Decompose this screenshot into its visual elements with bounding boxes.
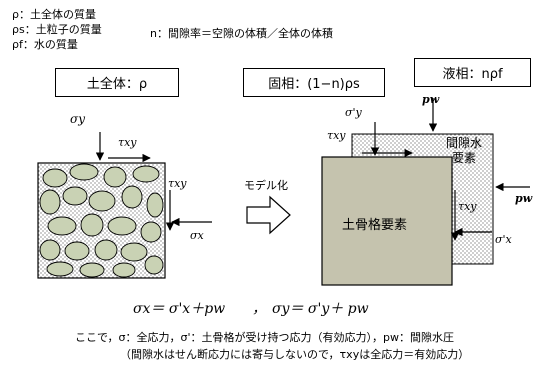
- sigma-x-label: σx: [190, 229, 204, 242]
- pw-top-label: pw: [422, 93, 440, 106]
- model-arrow-shape: [246, 195, 291, 235]
- sigma-y-label: σy: [70, 112, 85, 126]
- tau-xy-top-label: τxy: [118, 136, 137, 149]
- soil-total-label: 土全体：ρ: [55, 68, 179, 97]
- tau-xy-model-right-label: τxy: [458, 200, 477, 213]
- legend-porosity: n：間隙率＝空隙の体積／全体の体積: [150, 27, 333, 40]
- tau-xy-model-top-label: τxy: [327, 129, 346, 142]
- note-line1: ここで，σ：全応力，σ'：土骨格が受け持つ応力（有効応力），pw：間隙水圧: [75, 331, 455, 344]
- solid-phase-label: 固相：(1−n)ρs: [243, 68, 385, 97]
- soil-element: [37, 132, 212, 279]
- sigma-prime-x-label: σ'x: [495, 233, 512, 246]
- equation-sigma-x: σx＝ σ'x＋pw: [133, 301, 226, 317]
- legend-rho-s: ρs：土粒子の質量: [12, 23, 102, 36]
- legend-rho-f: ρf：水の質量: [12, 38, 78, 51]
- legend-rho: ρ：土全体の質量: [12, 8, 96, 21]
- equation-separator: ，: [252, 301, 266, 317]
- note-line2: （間隙水はせん断応力には寄与しないので，τxyは全応力＝有効応力）: [120, 348, 470, 361]
- tau-xy-right-label: τxy: [168, 177, 187, 190]
- equation-sigma-y: σy＝ σ'y＋ pw: [272, 301, 369, 317]
- pw-right-label: pw: [515, 192, 533, 205]
- model-arrow-label: モデル化: [244, 179, 288, 192]
- pore-water-element-label: 間隙水 要素: [445, 136, 482, 165]
- sigma-prime-y-label: σ'y: [345, 106, 362, 119]
- soil-skeleton-element-label: 土骨格要素: [342, 218, 408, 233]
- soil-skeleton-element: [321, 156, 453, 286]
- liquid-phase-label: 液相：nρf: [414, 58, 531, 87]
